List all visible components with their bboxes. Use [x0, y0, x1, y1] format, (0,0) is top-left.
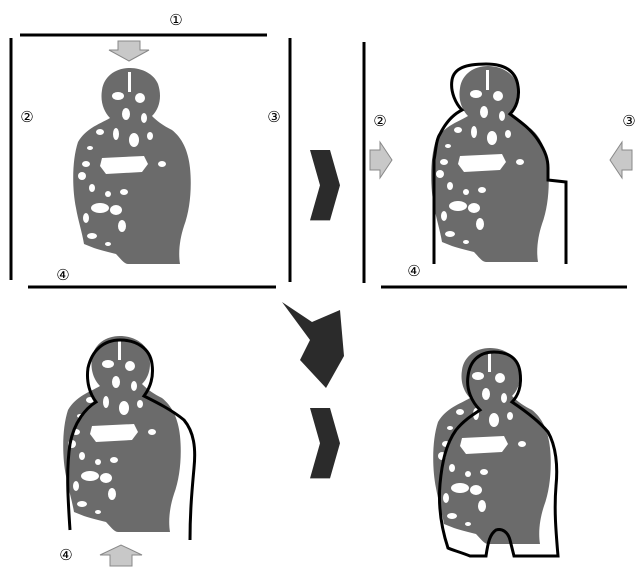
panel-original: ① ② ③ ④ — [11, 11, 290, 287]
push-arrow-down — [109, 41, 149, 61]
label-number-4: ④ — [407, 262, 420, 280]
push-arrow-right — [370, 142, 392, 178]
step-arrow-3 — [310, 408, 340, 478]
push-arrow-up — [100, 545, 142, 566]
person-silhouette — [431, 66, 549, 262]
label-number-1: ① — [169, 11, 182, 29]
panel-top-traced: ② ③ ④ — [364, 42, 636, 287]
label-number-2: ② — [20, 108, 33, 126]
panel-sides-traced: ④ — [59, 336, 194, 566]
step-arrow-1 — [310, 150, 340, 220]
person-silhouette — [73, 68, 191, 264]
person-silhouette — [63, 336, 181, 532]
panel-final-contour — [433, 348, 558, 556]
person-silhouette — [433, 348, 551, 544]
label-number-4: ④ — [59, 546, 72, 564]
label-number-2: ② — [373, 112, 386, 130]
label-number-3: ③ — [622, 112, 635, 130]
label-number-3: ③ — [267, 108, 280, 126]
push-arrow-left — [610, 142, 632, 178]
step-arrow-2 — [282, 302, 344, 388]
label-number-4: ④ — [56, 266, 69, 284]
